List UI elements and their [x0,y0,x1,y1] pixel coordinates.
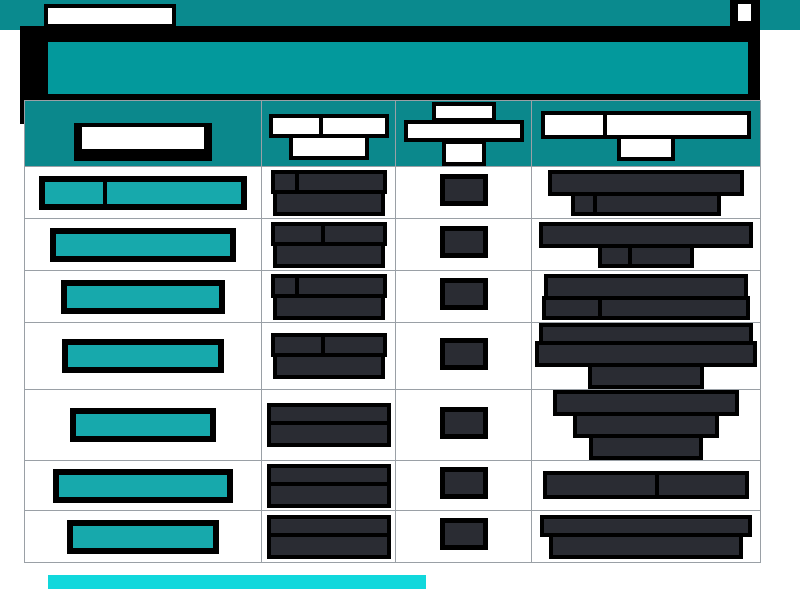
cell-count [395,218,532,271]
column-header-name[interactable] [24,100,262,167]
cell-details [261,460,396,511]
table-row [24,218,761,271]
cell-count [395,270,532,323]
cell-notes [531,460,761,511]
column-header-details[interactable] [261,100,396,167]
cell-count [395,460,532,511]
table-row [24,510,761,563]
cell-details [261,270,396,323]
table-row [24,322,761,390]
cell-name[interactable] [24,460,262,511]
cell-name[interactable] [24,389,262,461]
cell-notes [531,270,761,323]
cell-details [261,218,396,271]
cell-details [261,322,396,390]
site-title[interactable] [44,4,176,28]
cell-notes [531,322,761,390]
cell-count [395,322,532,390]
cell-name[interactable] [24,166,262,219]
cell-details [261,166,396,219]
cell-name[interactable] [24,218,262,271]
cell-name[interactable] [24,510,262,563]
table-header-row [24,100,761,167]
table-row [24,166,761,219]
cell-notes [531,510,761,563]
window-button[interactable] [730,0,760,26]
column-header-notes[interactable] [531,100,761,167]
data-table [24,100,761,563]
cell-name[interactable] [24,270,262,323]
footer-bar [48,575,426,589]
table-row [24,270,761,323]
data-table-container [24,100,761,563]
table-row [24,460,761,511]
cell-notes [531,218,761,271]
table-row [24,389,761,461]
cell-count [395,389,532,461]
banner-heading [48,42,748,94]
cell-notes [531,389,761,461]
column-header-count[interactable] [395,100,532,167]
cell-notes [531,166,761,219]
cell-details [261,510,396,563]
cell-count [395,166,532,219]
cell-name[interactable] [24,322,262,390]
cell-details [261,389,396,461]
cell-count [395,510,532,563]
